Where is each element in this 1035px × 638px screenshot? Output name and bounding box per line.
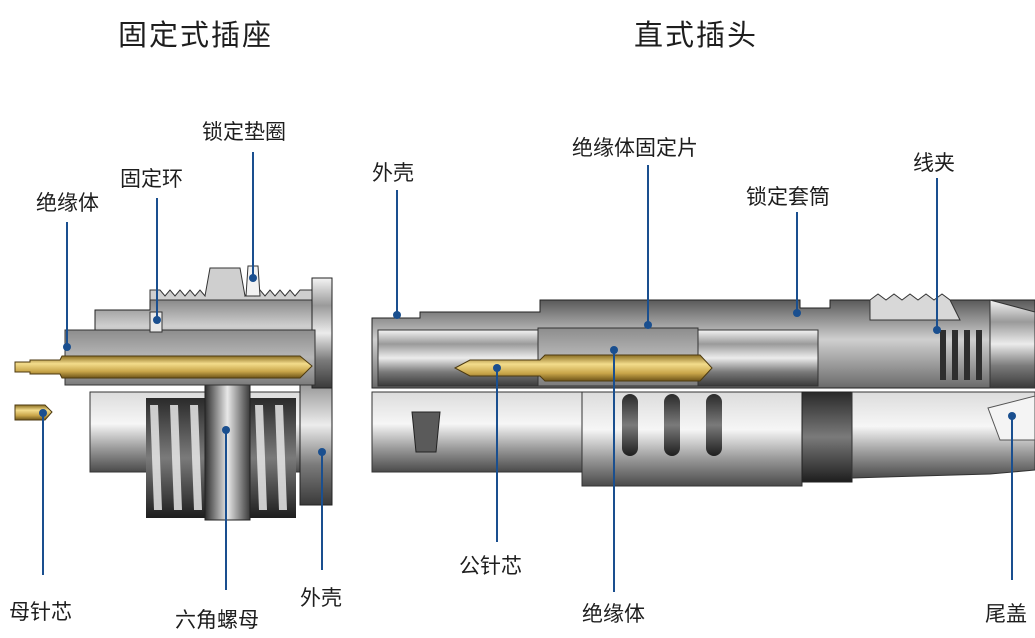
dot-plug-male-contact [493,364,501,372]
dot-plug-insulator-retainer [644,321,652,329]
title-straight-plug: 直式插头 [634,18,759,52]
dot-plug-end-cap [1008,412,1016,420]
dot-socket-shell [318,448,326,456]
dot-socket-lock-washer [249,274,257,282]
label-socket-fixing-ring: 固定环 [120,167,183,191]
label-plug-male-contact: 公针芯 [459,554,522,578]
label-plug-shell: 外壳 [372,161,414,185]
dot-socket-insulator [63,343,71,351]
dot-plug-insulator [610,346,618,354]
label-socket-female-contact: 母针芯 [9,600,72,624]
socket-assembly [14,265,333,521]
label-socket-hex-nut: 六角螺母 [175,608,259,632]
label-plug-insulator-retainer: 绝缘体固定片 [572,136,698,160]
label-socket-lock-washer: 锁定垫圈 [202,120,286,144]
leader-lines [39,152,1016,592]
dot-socket-hex-nut [222,426,230,434]
dot-socket-fixing-ring [153,316,161,324]
label-plug-locking-sleeve: 锁定套筒 [746,185,830,209]
title-fixed-socket: 固定式插座 [118,18,274,52]
label-plug-insulator: 绝缘体 [582,602,645,626]
label-socket-insulator: 绝缘体 [36,191,99,215]
label-plug-end-cap: 尾盖 [985,602,1027,626]
dot-plug-locking-sleeve [793,309,801,317]
label-socket-shell: 外壳 [300,586,342,610]
socket-hex-nut-shape [204,381,251,521]
label-plug-cable-clamp: 线夹 [913,151,955,175]
dot-plug-cable-clamp [933,326,941,334]
dot-plug-shell [393,311,401,319]
plug-assembly [371,293,1035,487]
dot-socket-female-contact [39,409,47,417]
